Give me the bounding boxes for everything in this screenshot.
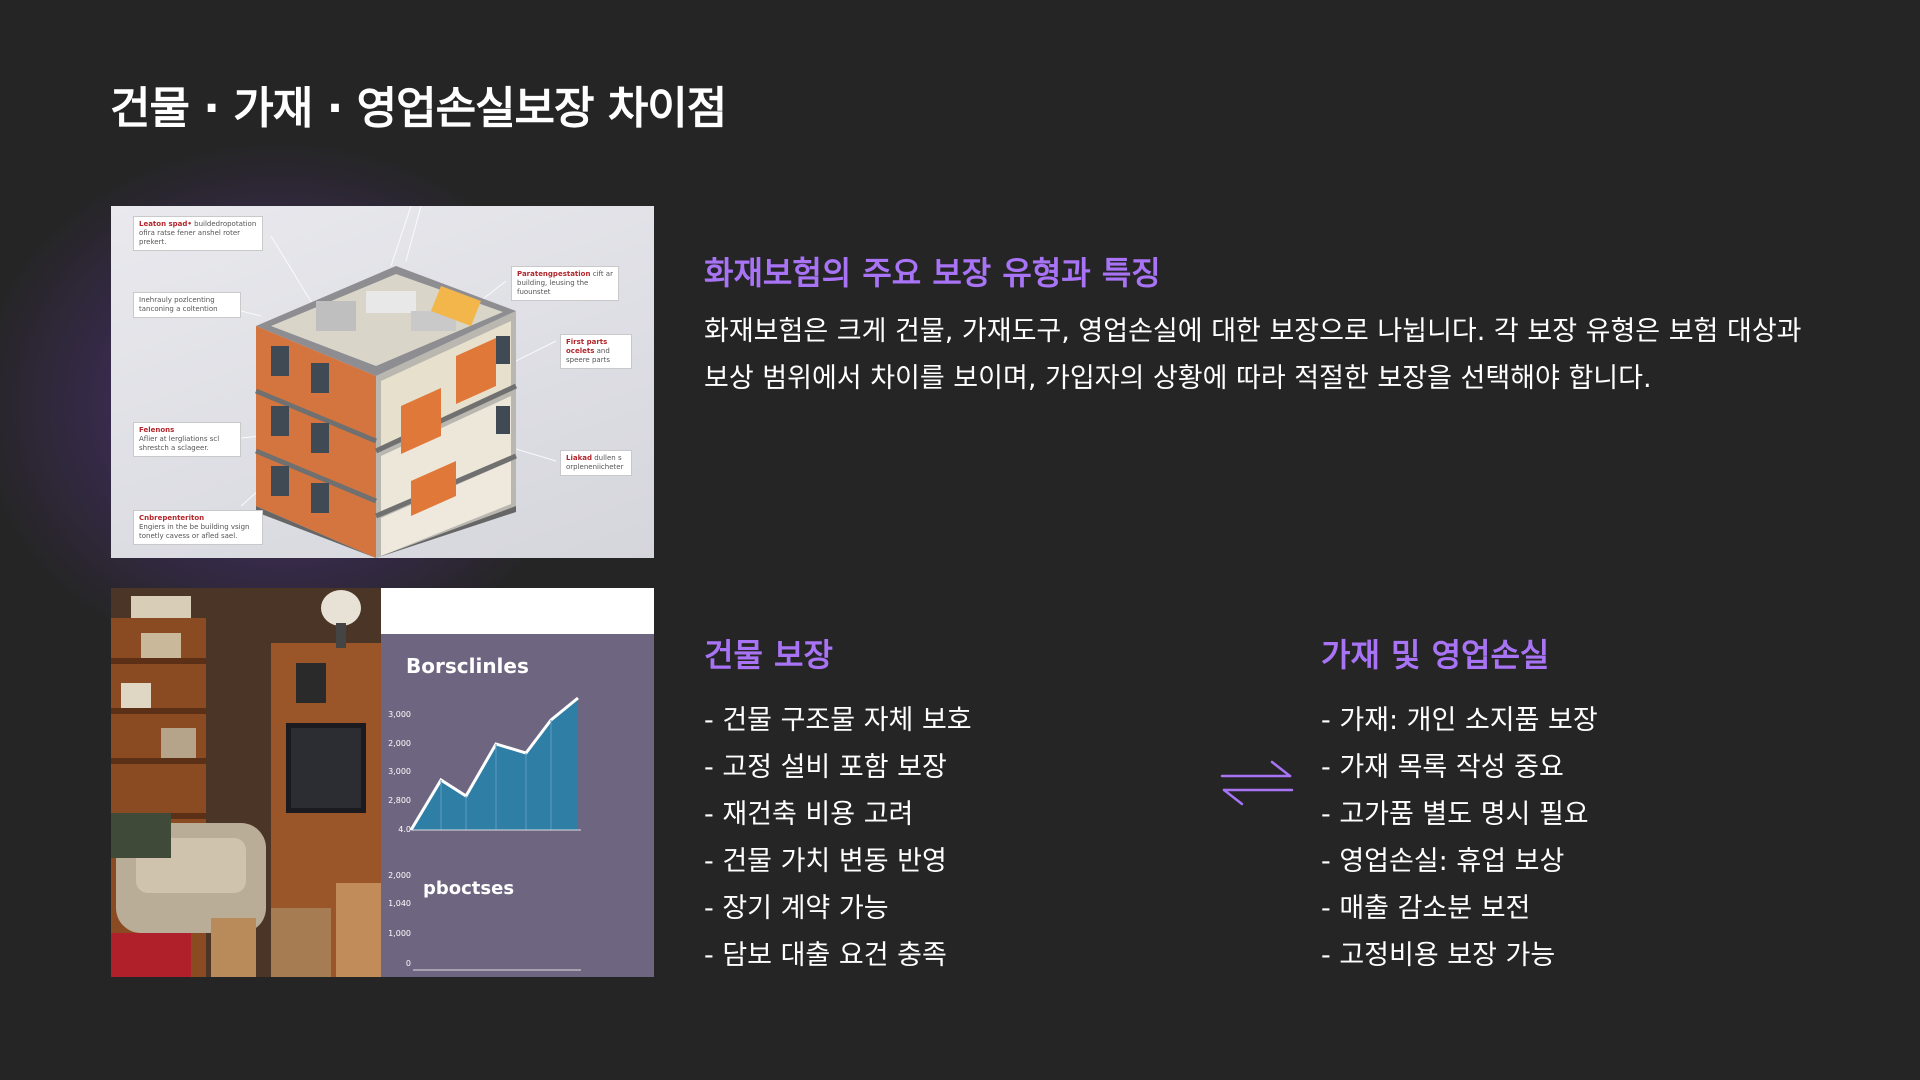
y-tick: 2,800 <box>388 796 411 805</box>
chart-top-band <box>381 588 654 634</box>
y-tick: 4.0 <box>398 825 411 834</box>
list-item: - 가재: 개인 소지품 보장 <box>1321 705 1598 736</box>
list-item: - 고정 설비 포함 보장 <box>704 752 947 783</box>
page-title: 건물 · 가재 · 영업손실보장 차이점 <box>110 83 727 134</box>
section-heading-building: 건물 보장 <box>704 636 833 674</box>
room-chart-illustration: Borsclinles 3,000 2,000 3,000 2,800 4.0 … <box>111 588 654 977</box>
list-item: - 장기 계약 가능 <box>704 893 889 924</box>
y-tick: 3,000 <box>388 710 411 719</box>
y-tick: 3,000 <box>388 767 411 776</box>
building-cutaway-drawing <box>210 206 557 558</box>
exchange-arrows-icon <box>1220 760 1294 806</box>
y-tick: 1,000 <box>388 929 411 938</box>
list-item: - 건물 구조물 자체 보호 <box>704 705 972 736</box>
building-coverage-list: - 건물 구조물 자체 보호 - 고정 설비 포함 보장 - 재건축 비용 고려… <box>704 697 972 979</box>
contents-coverage-list: - 가재: 개인 소지품 보장 - 가재 목록 작성 중요 - 고가품 별도 명… <box>1321 697 1598 979</box>
list-item: - 매출 감소분 보전 <box>1321 893 1531 924</box>
list-item: - 재건축 비용 고려 <box>704 799 914 830</box>
callout-label: Inehrauly pozlcenting tanconing a colten… <box>133 292 241 318</box>
y-tick: 1,040 <box>388 899 411 908</box>
list-item: - 건물 가치 변동 반영 <box>704 846 947 877</box>
list-item: - 가재 목록 작성 중요 <box>1321 752 1564 783</box>
chart-area-fill <box>411 698 578 830</box>
list-item: - 영업손실: 휴업 보상 <box>1321 846 1565 877</box>
chart-title: Borsclinles <box>406 654 529 678</box>
y-tick: 2,000 <box>388 739 411 748</box>
y-tick: 2,000 <box>388 871 411 880</box>
section-intro-text: 화재보험은 크게 건물, 가재도구, 영업손실에 대한 보장으로 나뉩니다. 각… <box>704 316 1802 394</box>
callout-label: Leaton spad• buildedropotation ofira rat… <box>133 216 263 251</box>
callout-label: Paratengpestation cift ar building, leus… <box>511 266 619 301</box>
growth-chart-panel: Borsclinles 3,000 2,000 3,000 2,800 4.0 … <box>381 588 654 977</box>
area-chart: 3,000 2,000 3,000 2,800 4.0 2,000 1,040 … <box>388 696 581 971</box>
section-heading-contents: 가재 및 영업손실 <box>1321 636 1550 674</box>
cluttered-room-drawing <box>111 588 381 977</box>
chart-subtitle: pboctses <box>423 878 515 899</box>
callout-label: Liakad dullen s orpleneniicheter <box>560 450 632 476</box>
y-tick: 0 <box>406 959 411 968</box>
list-item: - 고가품 별도 명시 필요 <box>1321 799 1589 830</box>
section-heading-intro: 화재보험의 주요 보장 유형과 특징 <box>704 254 1161 292</box>
list-item: - 고정비용 보장 가능 <box>1321 940 1556 971</box>
callout-label: First parts ocelets and speere parts <box>560 334 632 369</box>
building-illustration: Leaton spad• buildedropotation ofira rat… <box>111 206 654 558</box>
list-item: - 담보 대출 요건 충족 <box>704 940 947 971</box>
